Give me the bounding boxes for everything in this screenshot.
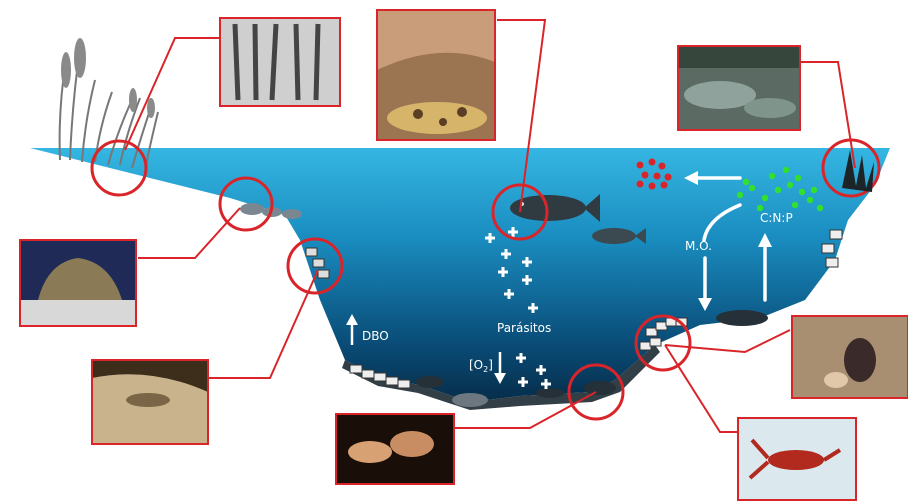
red-particle [637,162,644,169]
nutrients-label: C:N:P [760,211,793,225]
photo-larvae-hand [792,316,908,398]
red-particle [659,163,666,170]
red-particle [649,159,656,166]
photo-red-crayfish [738,418,856,500]
red-particle [654,173,661,180]
nutrient-particle [799,189,805,195]
nutrient-particle [775,187,781,193]
photo-sponge-colony [20,240,136,326]
nutrient-particle [783,167,789,173]
parasites-label: Parásitos [497,321,551,335]
photo-bryozoan-wood [92,360,208,444]
photo-snails-sediment [336,414,454,484]
nutrient-particle [762,195,768,201]
nutrient-particle [795,175,801,181]
nutrient-particle [792,202,798,208]
organic-matter-label: M.O. [685,239,712,253]
nutrient-particle [787,182,793,188]
nutrient-particle [811,187,817,193]
red-particle [642,172,649,179]
nutrient-particle [749,185,755,191]
nutrient-particle [737,192,743,198]
red-particle [637,181,644,188]
nutrient-particle [817,205,823,211]
photo-reed-roots [220,18,340,106]
photo-fish-spots [377,10,495,140]
dbo-label: DBO [362,329,389,343]
red-particle [661,182,668,189]
red-particle [649,183,656,190]
nutrient-particle [807,197,813,203]
red-particle [665,174,672,181]
nutrient-particle [743,179,749,185]
nutrient-particle [769,173,775,179]
photo-flooded-marsh [678,46,800,130]
oxygen-label: [O2] [469,358,493,374]
